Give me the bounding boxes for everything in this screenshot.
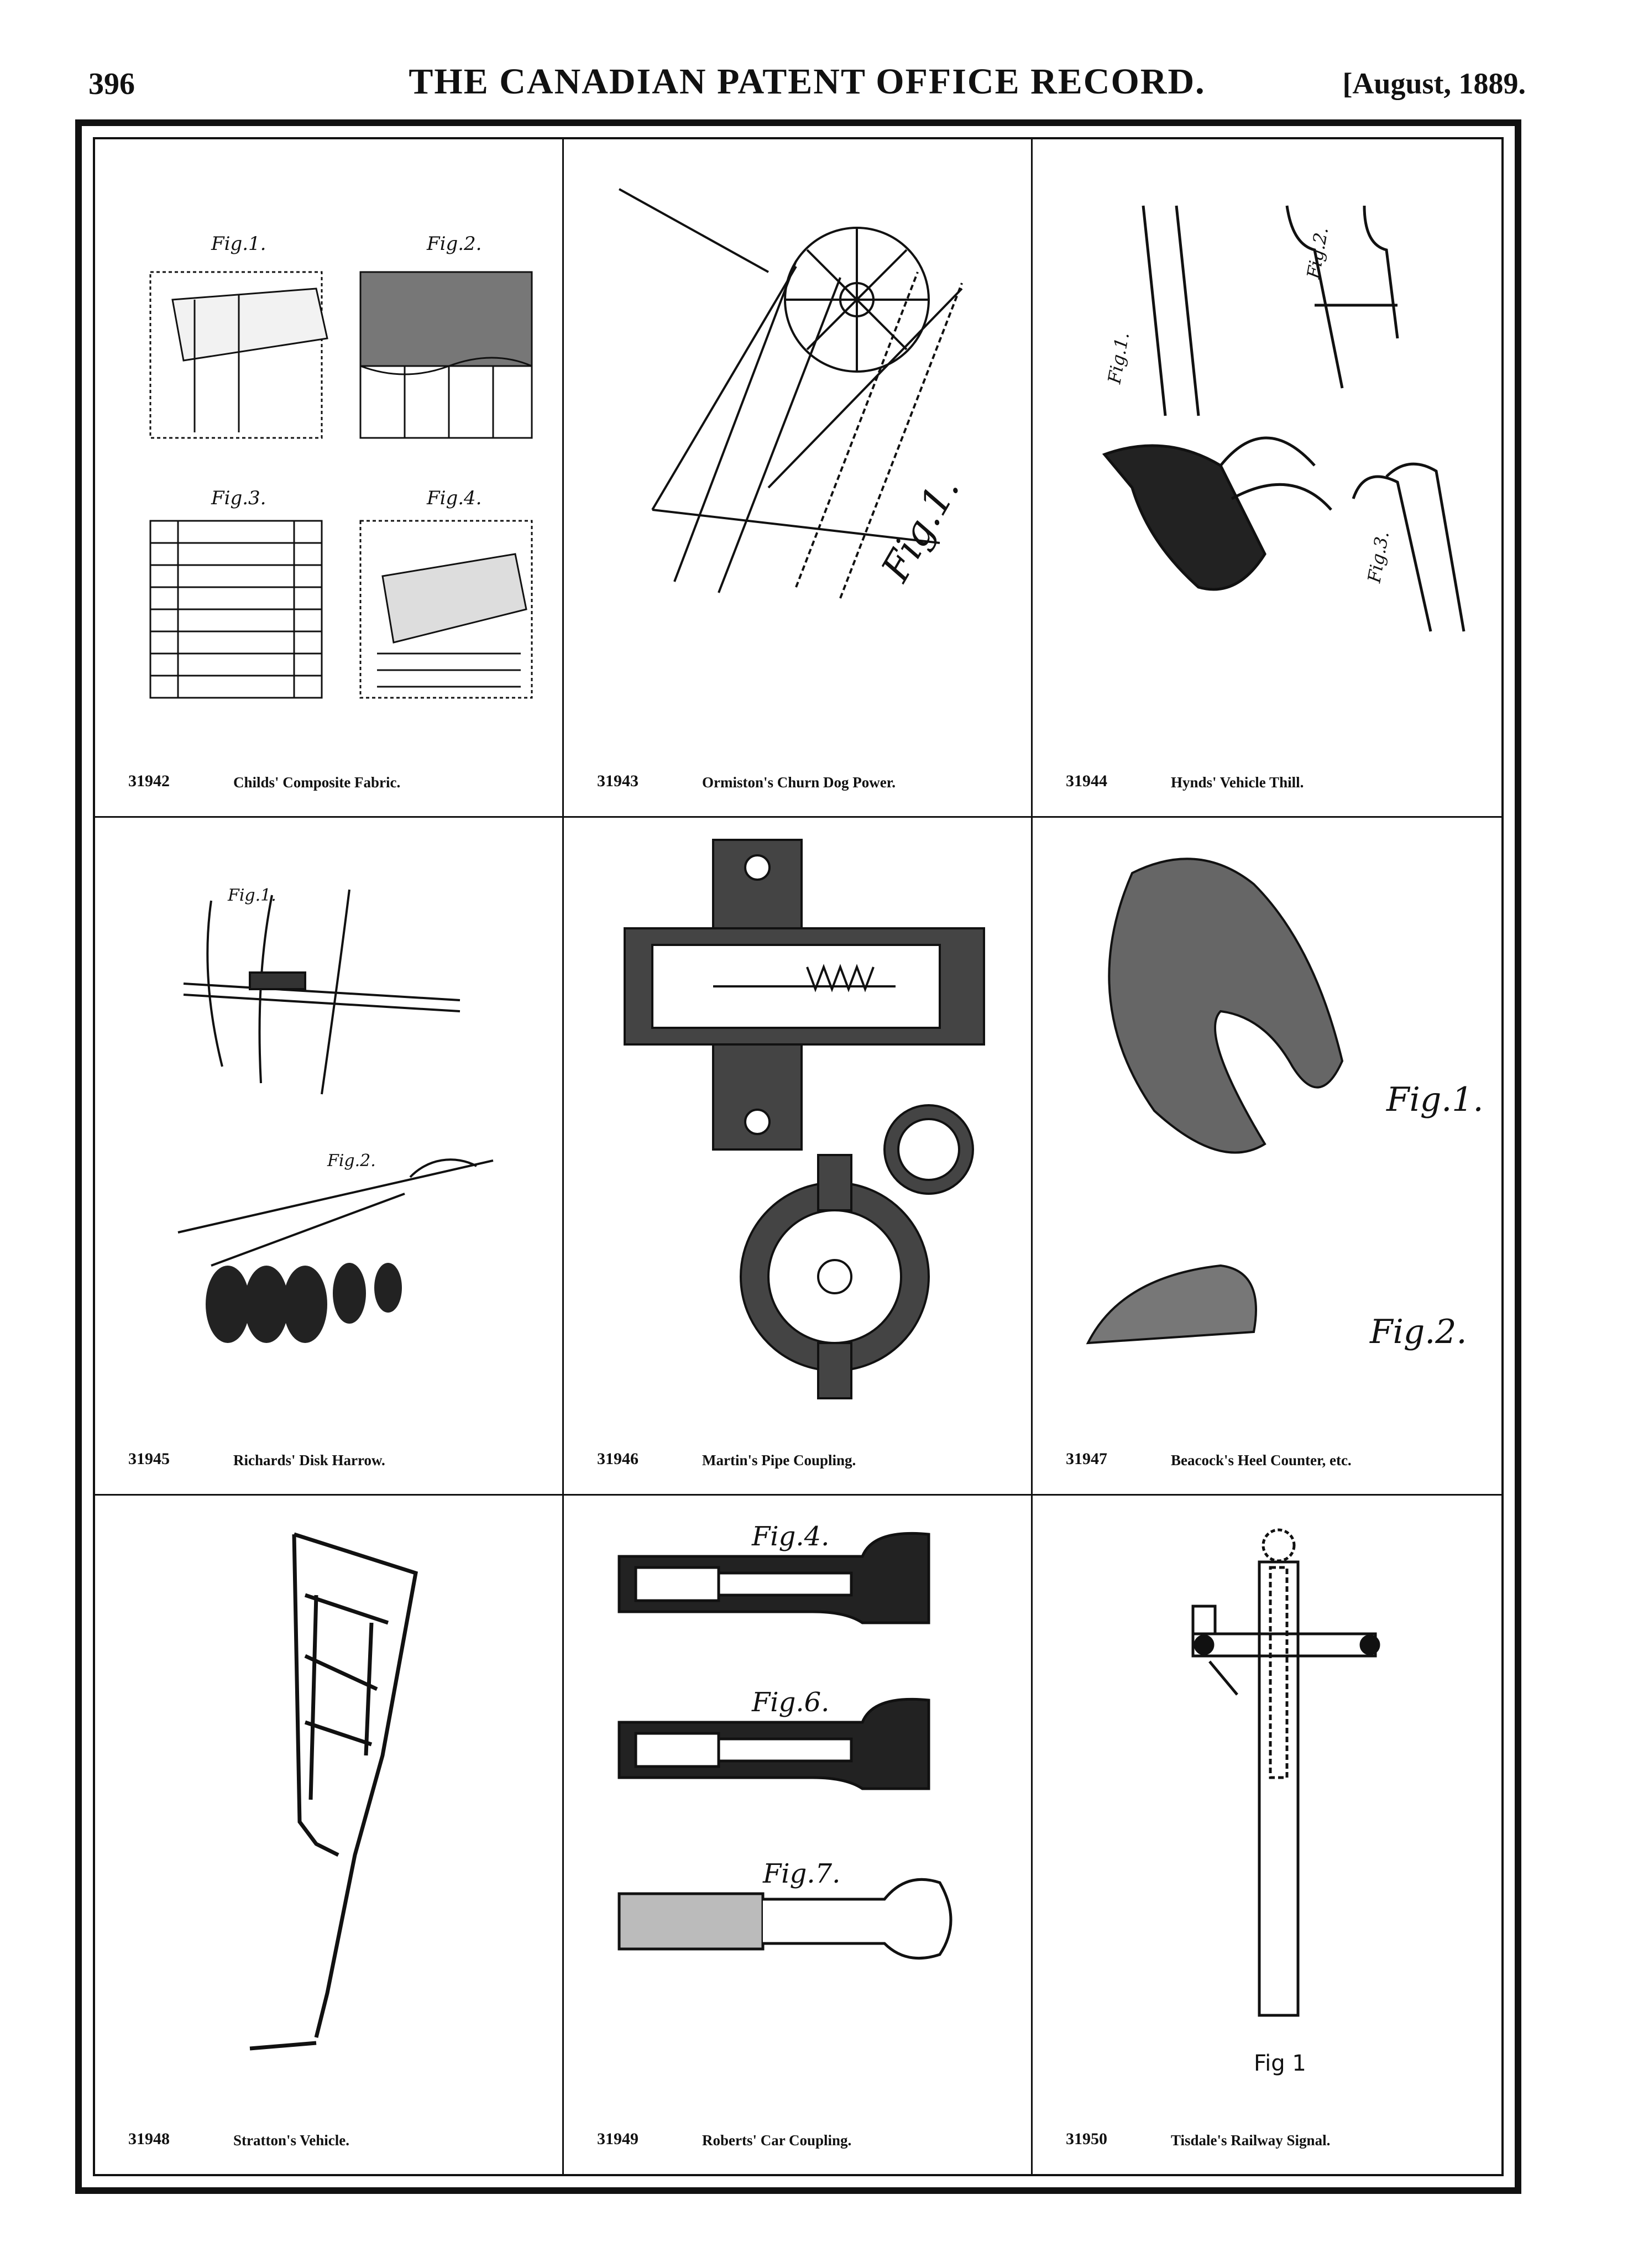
patent-number: 31949 bbox=[597, 2129, 638, 2148]
patent-title: Tisdale's Railway Signal. bbox=[1171, 2131, 1331, 2149]
patent-cell-31948: 31948 Stratton's Vehicle. bbox=[95, 1496, 564, 2174]
patent-title: Richards' Disk Harrow. bbox=[233, 1452, 385, 1469]
fig-1-label: Fig.1. bbox=[1386, 1080, 1480, 1119]
patent-cell-31945: Fig.1. Fig.2. 31945 Richards' Disk Harro… bbox=[95, 817, 564, 1496]
fig-2-label: Fig.2. bbox=[327, 1151, 376, 1170]
patent-title: Childs' Composite Fabric. bbox=[233, 774, 401, 791]
page-number: 396 bbox=[88, 67, 135, 101]
page-header: 396 THE CANADIAN PATENT OFFICE RECORD. [… bbox=[88, 55, 1526, 116]
patent-caption: 31945 Richards' Disk Harrow. bbox=[128, 1444, 540, 1477]
patent-number: 31942 bbox=[128, 771, 170, 790]
fig-3-label: Fig.3. bbox=[211, 487, 266, 509]
patent-cell-31943: Fig.1. 31943 Ormiston's Churn Dog Power. bbox=[564, 139, 1033, 818]
fig-7-label: Fig.7. bbox=[762, 1858, 840, 1889]
patent-number: 31947 bbox=[1066, 1450, 1107, 1469]
fig-1-label: Fig 1 bbox=[1254, 2051, 1306, 2076]
fig-2-label: Fig.2. bbox=[1369, 1313, 1467, 1351]
pipe-coupling-drawing bbox=[624, 838, 985, 1399]
stratton-vehicle-drawing bbox=[249, 1532, 418, 2051]
fig-1-label: Fig.1. bbox=[211, 233, 266, 255]
fig-3-label: Fig.3. bbox=[1363, 530, 1393, 585]
car-coupling-drawing: Fig.4. Fig.6. Fig.7. bbox=[617, 1521, 952, 1960]
patent-number: 31948 bbox=[128, 2129, 170, 2148]
vehicle-thill-drawing: Fig.1. Fig.2. Fig.3. bbox=[1102, 205, 1465, 632]
patent-caption: 31943 Ormiston's Churn Dog Power. bbox=[597, 766, 1009, 799]
fig-1-label: Fig.1. bbox=[227, 886, 276, 905]
patent-caption: 31948 Stratton's Vehicle. bbox=[128, 2124, 540, 2157]
patent-cell-31947: Fig.1. Fig.2. 31947 Beacock's Heel Count… bbox=[1033, 818, 1501, 1496]
fig-4-label: Fig.4. bbox=[751, 1521, 829, 1552]
patent-title: Beacock's Heel Counter, etc. bbox=[1171, 1452, 1352, 1469]
patent-grid: Fig.1. Fig.2. Fig.3. Fig.4. 31942 Childs… bbox=[95, 139, 1501, 2174]
patent-title: Martin's Pipe Coupling. bbox=[702, 1452, 856, 1469]
patent-title: Hynds' Vehicle Thill. bbox=[1171, 774, 1304, 791]
patent-title: Roberts' Car Coupling. bbox=[702, 2131, 852, 2149]
patent-caption: 31946 Martin's Pipe Coupling. bbox=[597, 1444, 1009, 1477]
heel-counter-drawing: Fig.1. Fig.2. bbox=[1086, 857, 1480, 1351]
patent-number: 31943 bbox=[597, 771, 638, 790]
patent-number: 31946 bbox=[597, 1450, 638, 1469]
patent-cell-31950: Fig 1 31950 Tisdale's Railway Signal. bbox=[1033, 1496, 1501, 2174]
patent-caption: 31942 Childs' Composite Fabric. bbox=[128, 766, 540, 799]
patent-number: 31945 bbox=[128, 1450, 170, 1469]
patent-cell-31946: 31946 Martin's Pipe Coupling. bbox=[564, 817, 1033, 1496]
patent-caption: 31949 Roberts' Car Coupling. bbox=[597, 2124, 1009, 2157]
fig-1-label: Fig.1. bbox=[872, 468, 968, 590]
railway-signal-drawing: Fig 1 bbox=[1191, 1528, 1380, 2076]
figure-plate-inner-border: Fig.1. Fig.2. Fig.3. Fig.4. 31942 Childs… bbox=[93, 137, 1504, 2176]
churn-dog-power-drawing: Fig.1. bbox=[619, 188, 969, 599]
patent-caption: 31947 Beacock's Heel Counter, etc. bbox=[1066, 1444, 1479, 1477]
composite-fabric-drawing: Fig.1. Fig.2. Fig.3. Fig.4. bbox=[149, 233, 533, 699]
patent-caption: 31950 Tisdale's Railway Signal. bbox=[1066, 2124, 1479, 2157]
patent-number: 31944 bbox=[1066, 771, 1107, 790]
fig-4-label: Fig.4. bbox=[426, 487, 481, 509]
patent-number: 31950 bbox=[1066, 2129, 1107, 2148]
journal-title: THE CANADIAN PATENT OFFICE RECORD. bbox=[409, 61, 1206, 102]
patent-cell-31942: Fig.1. Fig.2. Fig.3. Fig.4. 31942 Childs… bbox=[95, 139, 564, 818]
fig-1-label: Fig.1. bbox=[1103, 331, 1133, 386]
disk-harrow-drawing: Fig.1. Fig.2. bbox=[177, 886, 494, 1343]
fig-2-label: Fig.2. bbox=[426, 233, 481, 255]
patent-title: Stratton's Vehicle. bbox=[233, 2131, 350, 2149]
patent-cell-31949: Fig.4. Fig.6. Fig.7. 31949 Roberts' Car … bbox=[564, 1496, 1033, 2174]
patent-title: Ormiston's Churn Dog Power. bbox=[702, 774, 896, 791]
fig-6-label: Fig.6. bbox=[751, 1687, 829, 1718]
issue-date: [August, 1889. bbox=[1342, 67, 1526, 100]
fig-2-label: Fig.2. bbox=[1302, 226, 1332, 281]
patent-caption: 31944 Hynds' Vehicle Thill. bbox=[1066, 766, 1479, 799]
figure-plate-frame: Fig.1. Fig.2. Fig.3. Fig.4. 31942 Childs… bbox=[75, 119, 1521, 2194]
patent-cell-31944: Fig.1. Fig.2. Fig.3. 31944 Hynds' Vehicl… bbox=[1033, 139, 1501, 818]
